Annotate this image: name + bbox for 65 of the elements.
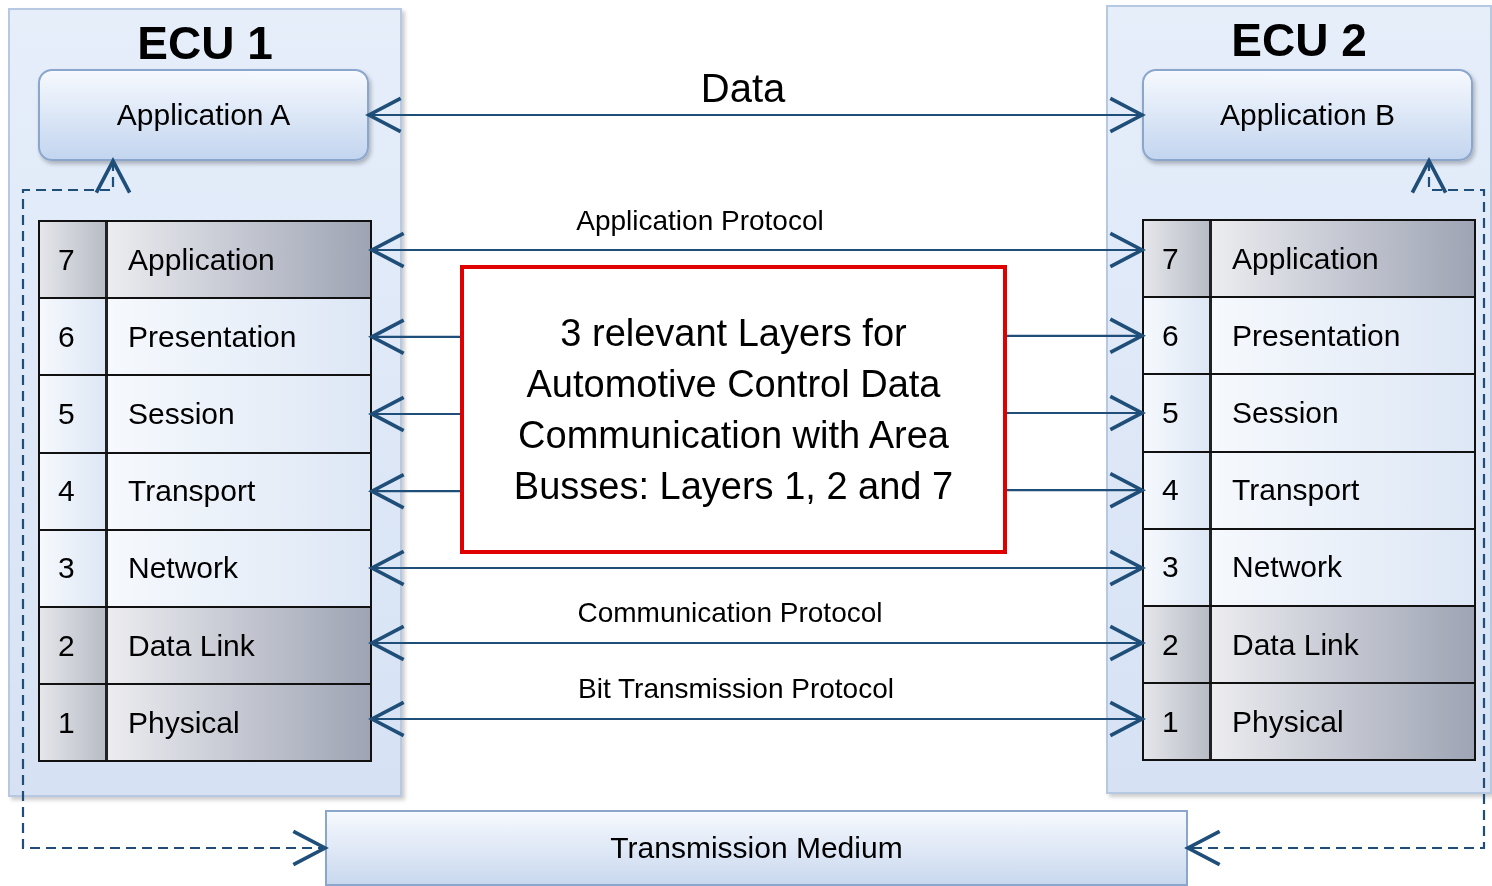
- layer-row: [38, 374, 372, 454]
- layer-number: 1: [40, 685, 108, 761]
- arrow: [1007, 317, 1144, 355]
- layer-number: 4: [1144, 452, 1212, 528]
- layer-number: 2: [1144, 607, 1212, 683]
- layer-name: Network: [108, 530, 370, 606]
- layer-number: 7: [1144, 221, 1212, 297]
- layer-name: Data Link: [1212, 607, 1474, 683]
- edge-label: Communication Protocol: [577, 597, 883, 629]
- layer-row: [1142, 527, 1476, 607]
- box-label: Application B: [1219, 98, 1396, 132]
- layer-row: [38, 683, 372, 763]
- panel-title: ECU 2: [1230, 15, 1368, 65]
- layer-row: [38, 528, 372, 608]
- layer-row: [38, 451, 372, 531]
- layer-number: 2: [40, 608, 108, 684]
- arrow: [367, 96, 1144, 134]
- dashed-arrow: [1186, 159, 1486, 867]
- layer-row: [38, 297, 372, 377]
- layer-row: [1142, 373, 1476, 453]
- note-text: 3 relevant Layers for Automotive Control Data Communication with Area Busses: Layers 1, 2 and 7: [512, 310, 955, 509]
- arrow: [370, 395, 460, 433]
- layer-name: Application: [1212, 221, 1474, 297]
- layer-row: [38, 220, 372, 300]
- box-label: Transmission Medium: [610, 831, 903, 865]
- layer-number: 1: [1144, 684, 1212, 760]
- arrow: [370, 318, 460, 356]
- ecu-panel: [8, 8, 402, 797]
- layer-name: Application: [108, 222, 370, 298]
- layer-row: [1142, 682, 1476, 762]
- arrow: [370, 472, 460, 510]
- panel-title: ECU 1: [136, 18, 274, 68]
- layer-row: [1142, 605, 1476, 685]
- application-box: [1142, 69, 1473, 161]
- layer-number: 6: [40, 299, 108, 375]
- edge-label: Application Protocol: [576, 205, 824, 237]
- edge-label: Bit Transmission Protocol: [578, 673, 894, 705]
- layer-number: 3: [40, 530, 108, 606]
- layer-name: Physical: [108, 685, 370, 761]
- layer-name: Physical: [1212, 684, 1474, 760]
- layer-number: 6: [1144, 298, 1212, 374]
- box-label: Application A: [116, 98, 291, 132]
- layer-number: 7: [40, 222, 108, 298]
- layer-name: Data Link: [108, 608, 370, 684]
- arrow: [370, 549, 1144, 587]
- application-box: [38, 69, 369, 161]
- layer-number: 3: [1144, 529, 1212, 605]
- layer-name: Network: [1212, 529, 1474, 605]
- layer-number: 5: [1144, 375, 1212, 451]
- arrow: [370, 231, 1144, 269]
- layer-row: [1142, 219, 1476, 299]
- edge-label: Data: [700, 65, 786, 111]
- layer-row: [38, 606, 372, 686]
- layer-number: 5: [40, 376, 108, 452]
- highlight-box: [460, 265, 1007, 554]
- arrow: [1007, 394, 1144, 432]
- dashed-arrow: [21, 159, 327, 867]
- layer-row: [1142, 296, 1476, 376]
- arrow: [370, 624, 1144, 662]
- ecu-panel: [1106, 5, 1492, 794]
- medium-bar: [325, 810, 1188, 886]
- arrow: [1007, 471, 1144, 509]
- arrow: [370, 700, 1144, 738]
- layer-row: [1142, 450, 1476, 530]
- layer-number: 4: [40, 453, 108, 529]
